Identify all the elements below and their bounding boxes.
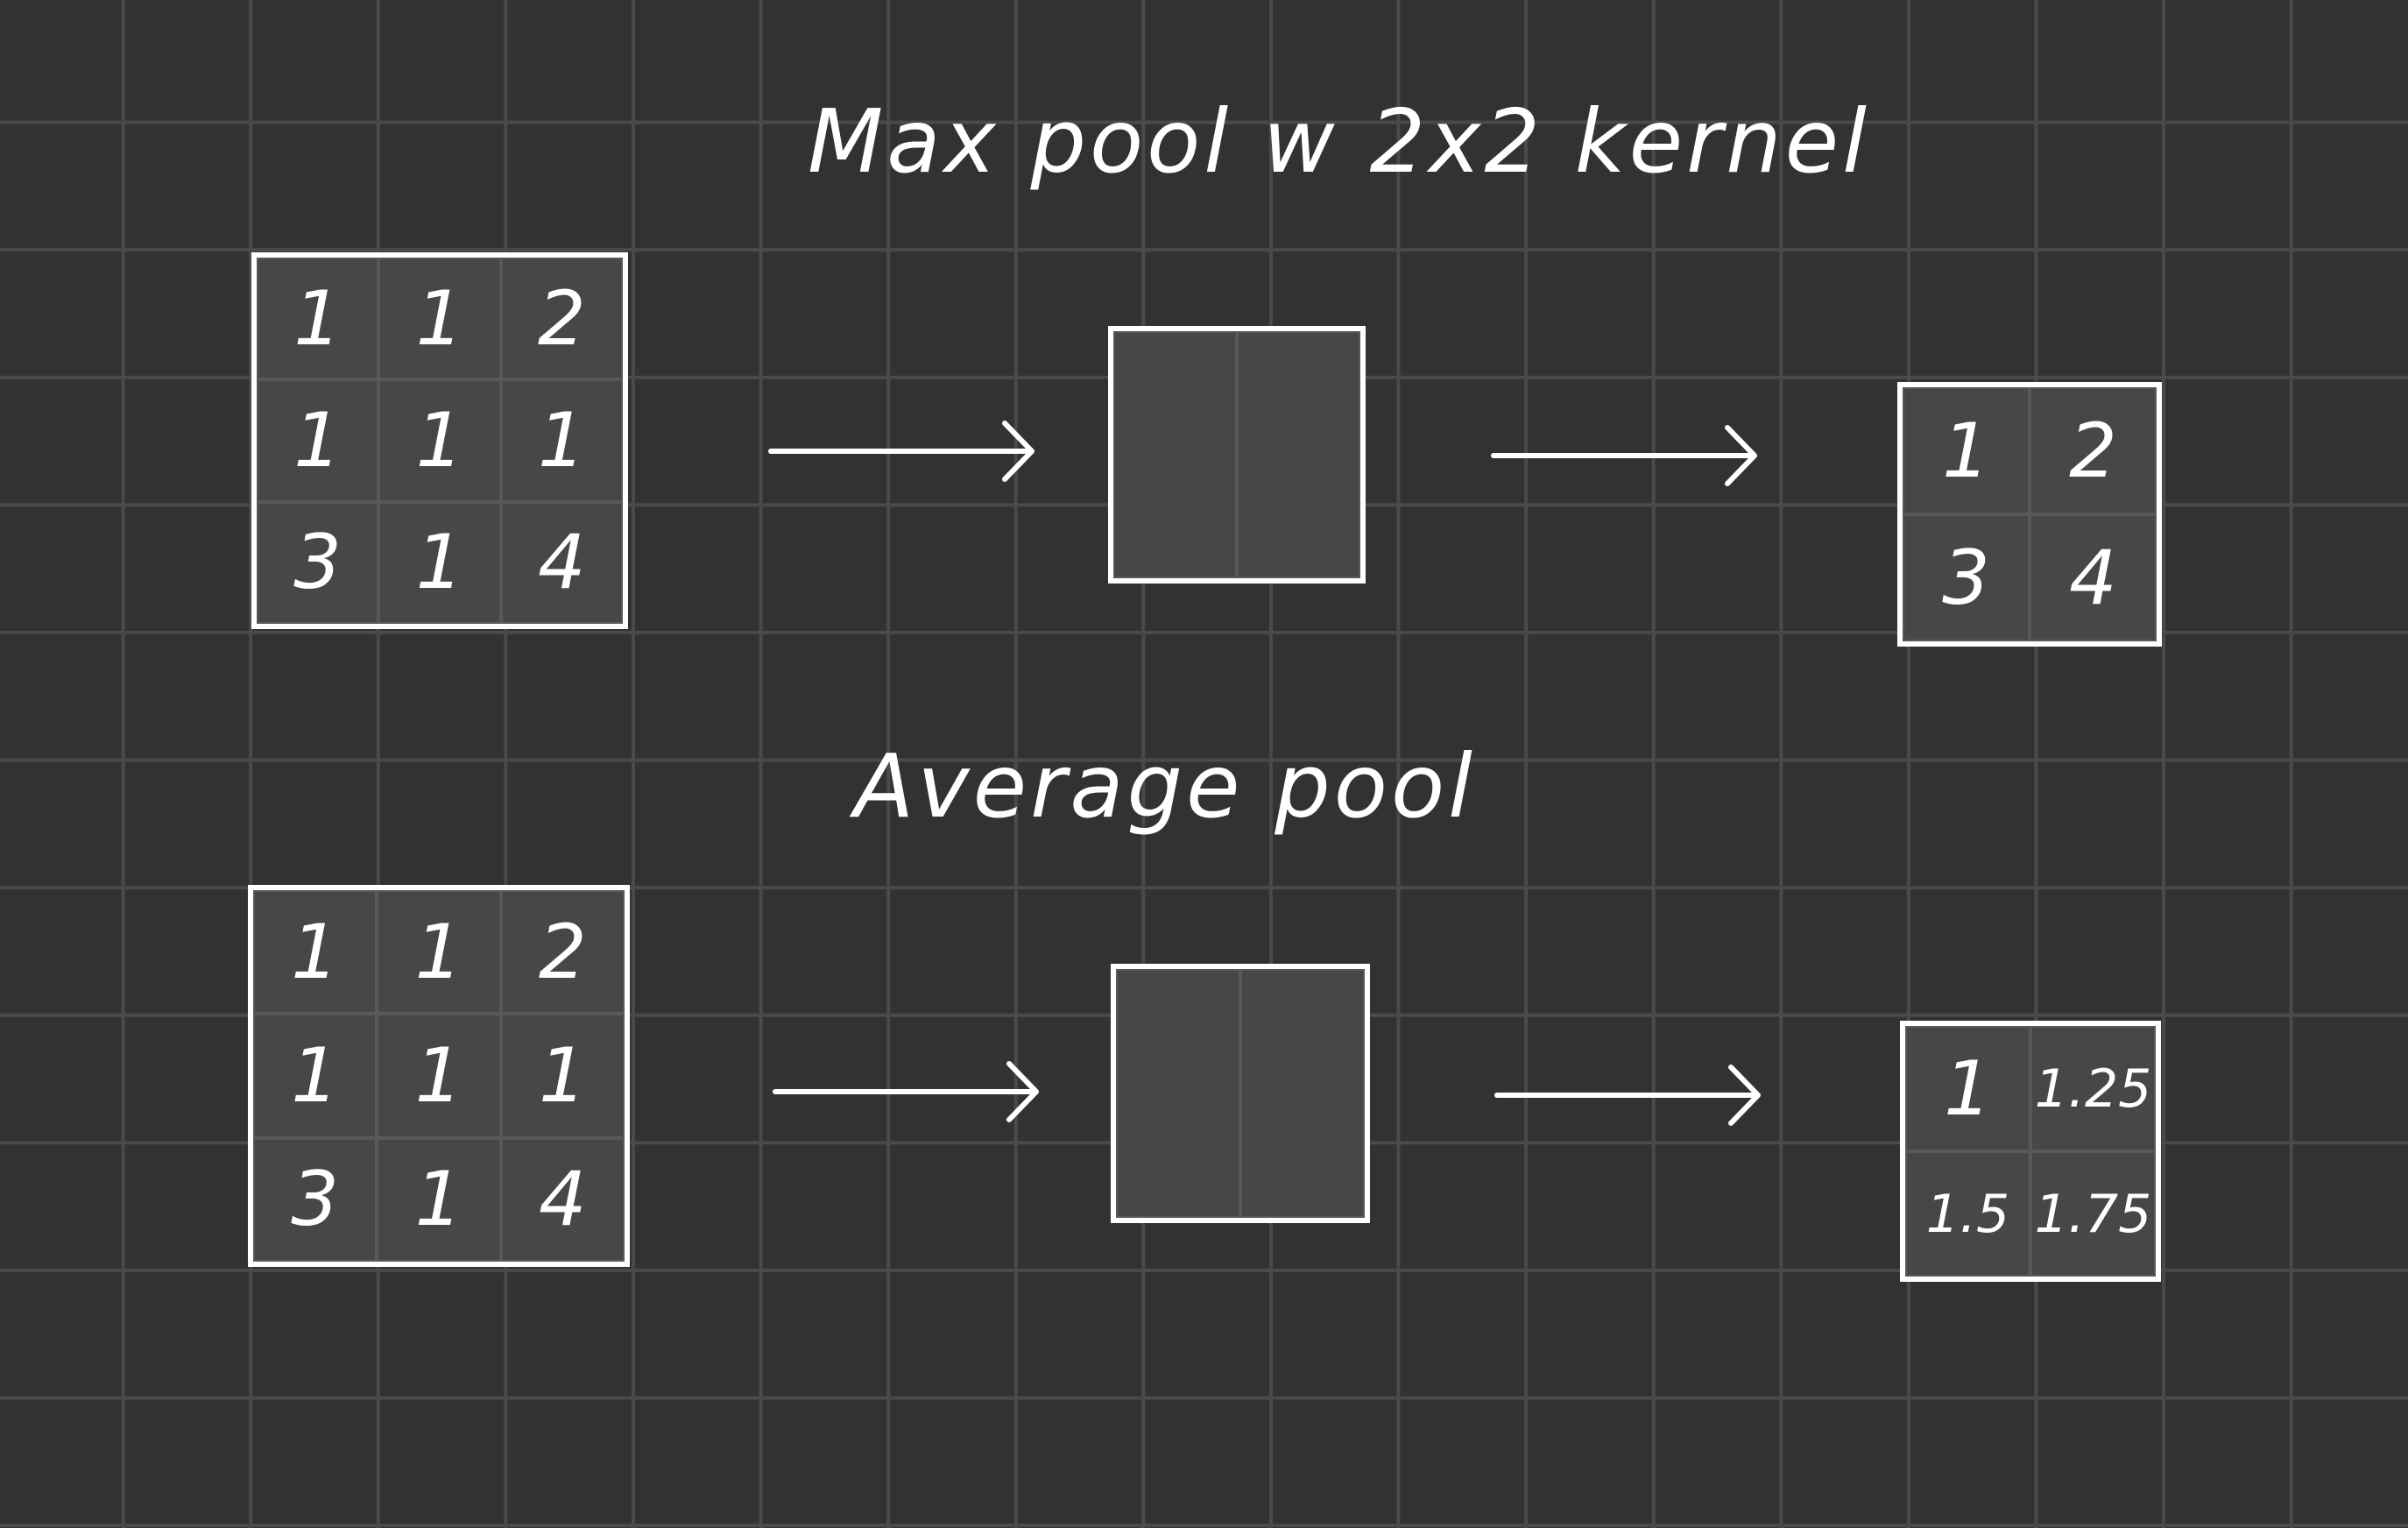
avg-input-cell-r3c2: 1: [377, 1137, 501, 1262]
max-pool-arrow-out-icon: [1491, 425, 1757, 486]
avg-output-cell-r1c1: 1: [1905, 1026, 2030, 1151]
max-output-cell-r2c2: 4: [2030, 514, 2157, 641]
average-pool-arrow-in-icon: [773, 1061, 1039, 1122]
max-pool-input-matrix: 1 1 2 1 1 1 3 1 4: [251, 252, 628, 629]
max-kernel-col-right: [1237, 331, 1360, 578]
avg-output-cell-r2c1: 1.5: [1905, 1151, 2030, 1277]
average-pool-title: Average pool: [854, 735, 1476, 838]
max-pool-output-matrix: 1 2 3 4: [1897, 382, 2162, 647]
avg-output-cell-r2c2: 1.75: [2030, 1151, 2156, 1277]
avg-input-cell-r3c3: 4: [500, 1137, 625, 1262]
max-input-cell-r1c3: 2: [500, 258, 623, 380]
max-input-cell-r3c3: 4: [500, 501, 623, 624]
max-output-cell-r2c1: 3: [1903, 514, 2030, 641]
avg-input-cell-r1c3: 2: [500, 890, 625, 1015]
max-kernel-col-left: [1113, 331, 1237, 578]
max-input-cell-r2c3: 1: [500, 379, 623, 502]
max-input-cell-r3c1: 3: [257, 501, 379, 624]
max-input-cell-r2c1: 1: [257, 379, 379, 502]
max-pool-kernel: [1108, 326, 1366, 584]
avg-output-cell-r1c2: 1.25: [2030, 1026, 2156, 1151]
average-pool-input-matrix: 1 1 2 1 1 1 3 1 4: [248, 885, 630, 1267]
max-input-cell-r1c2: 1: [378, 258, 501, 380]
max-input-cell-r3c2: 1: [378, 501, 501, 624]
avg-input-cell-r1c1: 1: [253, 890, 378, 1015]
max-output-cell-r1c1: 1: [1903, 387, 2030, 514]
avg-input-cell-r1c2: 1: [377, 890, 501, 1015]
avg-input-cell-r3c1: 3: [253, 1137, 378, 1262]
max-pool-title: Max pool w 2x2 kernel: [808, 90, 1870, 193]
average-pool-output-matrix: 1 1.25 1.5 1.75: [1900, 1021, 2161, 1282]
avg-kernel-col-right: [1240, 969, 1365, 1218]
avg-input-cell-r2c2: 1: [377, 1014, 501, 1138]
max-pool-arrow-in-icon: [768, 421, 1035, 482]
max-output-cell-r1c2: 2: [2030, 387, 2157, 514]
avg-kernel-col-left: [1116, 969, 1240, 1218]
avg-input-cell-r2c1: 1: [253, 1014, 378, 1138]
avg-input-cell-r2c3: 1: [500, 1014, 625, 1138]
average-pool-arrow-out-icon: [1494, 1065, 1761, 1126]
max-input-cell-r1c1: 1: [257, 258, 379, 380]
average-pool-kernel: [1111, 964, 1370, 1223]
max-input-cell-r2c2: 1: [378, 379, 501, 502]
